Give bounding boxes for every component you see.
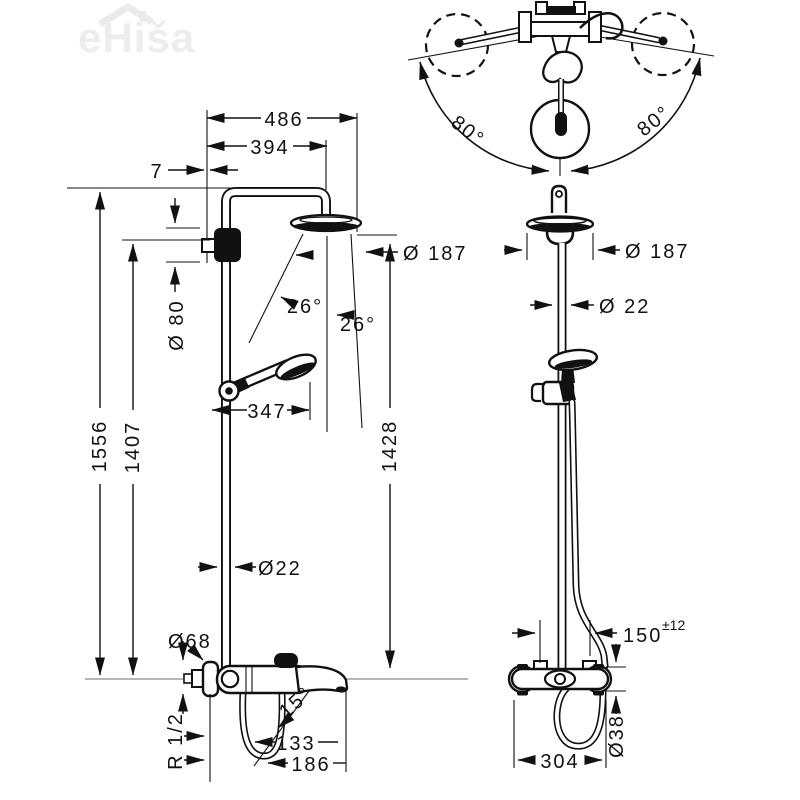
mount-bar: [520, 21, 600, 37]
handshower-head-front-outline: [547, 348, 599, 372]
mixer-spout-opening: [336, 686, 346, 692]
angle-26-inner-label: 26°: [340, 314, 376, 336]
lever-blob-top-view: [542, 50, 583, 84]
dim-133-label: 133: [276, 733, 315, 755]
angle-15-leader: [277, 712, 295, 729]
thread-label: R 1/2: [165, 712, 187, 770]
mixer-port: [220, 669, 240, 689]
angle-26-outer-leader: [280, 296, 299, 310]
overhead-shower-rim: [293, 222, 359, 231]
wall-bracket-plate: [201, 238, 216, 253]
dim-22-side-label: Ø22: [258, 558, 302, 580]
holder-hook-front: [530, 382, 545, 403]
mount-bolt-left: [535, 1, 548, 15]
dim-304-label: 304: [540, 751, 579, 773]
mount-center-cap: [548, 6, 576, 15]
angle-26-outer-label: 26°: [287, 296, 323, 318]
arm-connector-hole: [555, 190, 563, 198]
swivel-arm-right-core: [598, 26, 660, 42]
riser-pipe-core: [222, 188, 330, 681]
thermostat-cartridge-center: [554, 673, 566, 685]
handshower-handle-band: [234, 377, 250, 393]
dim-150-tolerance-label: ±12: [662, 617, 685, 633]
dim-68-leader: [187, 644, 204, 661]
swivel-arc-right: [570, 57, 702, 175]
spout-angle-line: [253, 690, 310, 767]
side-view-dimensions: 486 394 7 Ø 80 1556 1407 1428 Ø 187 26: [89, 109, 467, 782]
valve-thread-stub: [183, 673, 193, 684]
shower-hose-front-core: [570, 400, 607, 668]
overhead-shower-front-rim: [528, 223, 592, 231]
swivel-arc-left: [419, 61, 550, 175]
dim-486-label: 486: [264, 109, 303, 131]
dim-80-ticks: [166, 227, 200, 263]
angle-80-right-label: 80°: [633, 101, 675, 141]
overhead-shower-face-line: [299, 216, 353, 224]
dim-80-label: Ø 80: [166, 299, 188, 350]
dim-394-label: 394: [250, 137, 289, 159]
valve-nipple: [191, 669, 204, 688]
handshower-head-side: [275, 353, 317, 381]
dim-150-extensions: [539, 620, 591, 663]
top-view-drawing: 80° 80°: [407, 1, 715, 176]
wall-bracket-body: [214, 228, 241, 262]
watermark: eHiša: [78, 3, 195, 61]
mixer-lever-knob: [274, 653, 298, 668]
swivel-arm-left-tip: [454, 38, 464, 48]
arm-connector-front: [550, 184, 568, 213]
swivel-arm-right-tip: [658, 36, 668, 46]
spray-line-left: [248, 233, 304, 344]
watermark-text: eHiša: [78, 14, 195, 61]
handle-right-grip-bottom: [593, 690, 604, 696]
riser-pipe-outline: [221, 187, 331, 681]
mixer-ring-lines: [245, 667, 253, 692]
spray-line-right: [350, 233, 363, 429]
head-stem-tip: [555, 112, 567, 136]
dim-38-ticks: [606, 666, 626, 692]
slider-pivot-hub: [225, 387, 233, 395]
pivot-cone: [550, 35, 572, 53]
dim-186-label: 186: [291, 754, 330, 776]
dim-304-extensions: [513, 700, 607, 768]
handshower-handle-lower-front: [559, 382, 576, 402]
mount-flange-left: [518, 11, 532, 43]
handshower-head-rim: [280, 362, 315, 379]
dim-1428-label: 1428: [379, 420, 401, 473]
front-view-drawing: [507, 184, 613, 750]
handshower-head-front-rim: [554, 359, 593, 369]
dim-187-side-label: Ø 187: [403, 243, 467, 265]
dim-1556-label: 1556: [89, 420, 111, 473]
shower-hose-loop-front-core: [555, 687, 605, 748]
swivel-arm-left-core: [460, 28, 522, 44]
handle-right-grip-top: [593, 664, 604, 669]
overhead-shower-front-face-line: [533, 217, 587, 225]
dim-187-front-label: Ø 187: [625, 241, 689, 263]
dim-347-label: 347: [247, 401, 286, 423]
dim-38-label: Ø38: [606, 714, 628, 758]
front-view-dimensions: Ø 187 Ø 22 150 ±12 Ø38 304: [504, 233, 689, 773]
dim-1407-label: 1407: [122, 421, 144, 474]
angle-80-left-label: 80°: [447, 111, 489, 151]
arm-curve-top-view: [579, 12, 624, 40]
head-joint-front: [545, 231, 575, 246]
handle-left-grip-bottom: [517, 690, 528, 696]
handshower-head-front: [547, 348, 599, 372]
dim-7-label: 7: [150, 161, 163, 183]
dim-150-label: 150: [623, 625, 662, 647]
dim-187-front-extensions: [526, 233, 594, 260]
mixer-spout: [294, 665, 349, 694]
handle-left-grip-top: [517, 664, 528, 669]
dim-68-label: Ø68: [168, 631, 212, 653]
dim-22-front-label: Ø 22: [599, 296, 650, 318]
